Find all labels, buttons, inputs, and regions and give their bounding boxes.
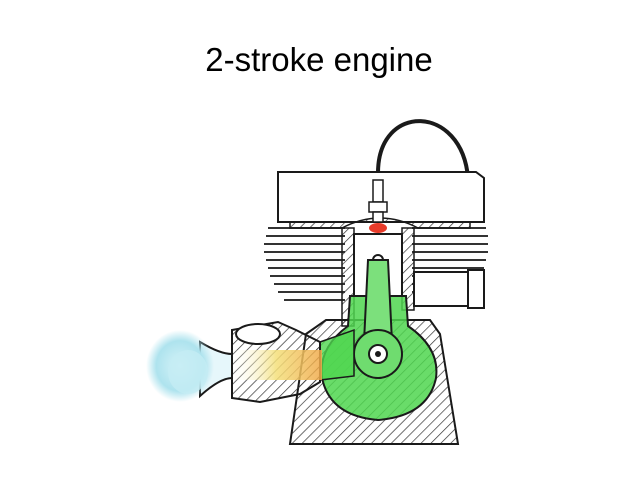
cooling-fins-left [264,227,345,301]
intake-mixture [230,350,322,380]
spark [369,223,387,233]
slide-title: 2-stroke engine [205,41,433,78]
spark-plug [368,179,388,223]
carburetor-top [235,323,281,345]
crankshaft-center [375,351,381,357]
spark-plug-wire [376,119,470,179]
two-stroke-engine-diagram [146,119,488,445]
exhaust-pipe-end [467,269,485,309]
intake-air-cloud-inner [168,350,208,394]
